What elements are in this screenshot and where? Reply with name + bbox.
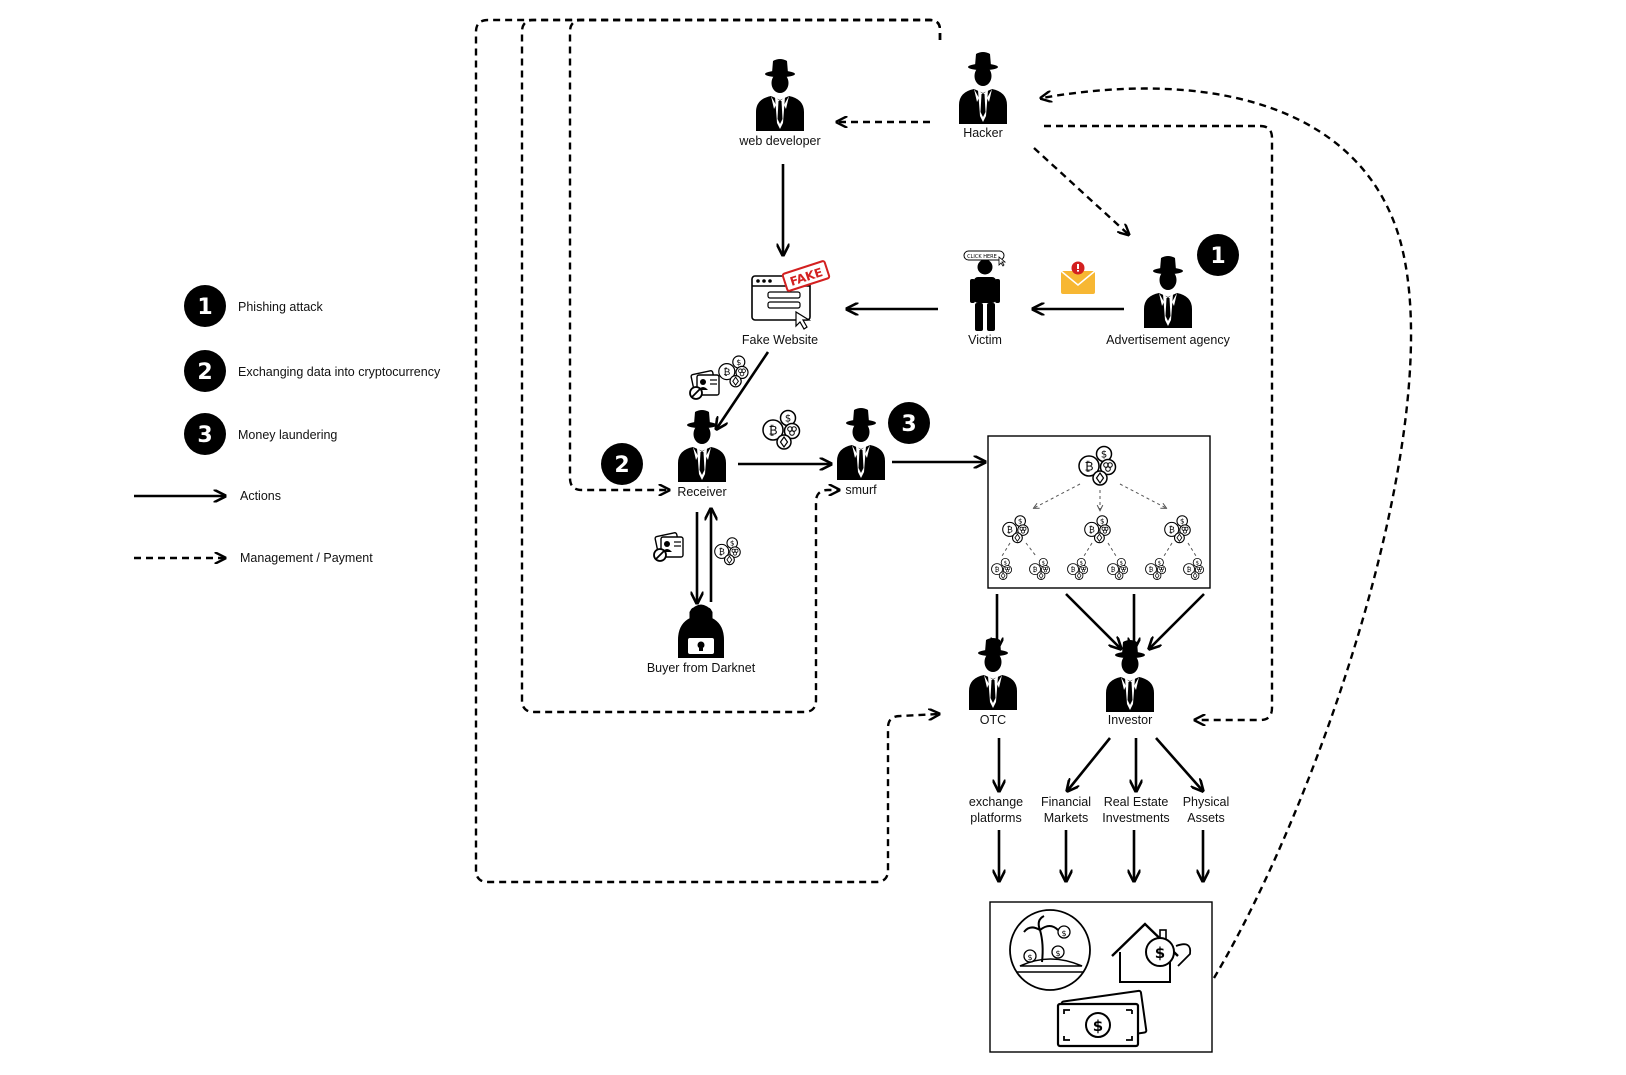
legend-label-phishing: Phishing attack <box>238 300 324 314</box>
fake-website-label: Fake Website <box>742 333 818 347</box>
action-arrows <box>697 164 1204 880</box>
legend-badge-2: 2 <box>197 360 212 385</box>
legend-label-exchanging: Exchanging data into cryptocurrency <box>238 365 441 379</box>
node-fake-website: FAKE Fake Website <box>742 260 831 347</box>
svg-text:$: $ <box>1093 1017 1103 1035</box>
buyer-darknet-label: Buyer from Darknet <box>647 661 756 675</box>
destination-physical-assets: Physical Assets <box>1183 795 1230 825</box>
click-here-text: CLICK HERE <box>967 254 997 260</box>
advertisement-agency-label: Advertisement agency <box>1106 333 1230 347</box>
arrow-pool-to-investor-a <box>1065 593 1120 648</box>
dashed-hacker-to-investor <box>1044 124 1274 720</box>
island-money-icon: $ $ $ <box>1009 909 1091 991</box>
node-buyer-darknet: Buyer from Darknet <box>647 604 756 675</box>
investor-label: Investor <box>1108 713 1152 727</box>
otc-label: OTC <box>980 713 1006 727</box>
step-badge-1-text: 1 <box>1210 244 1225 269</box>
legend-badge-1: 1 <box>197 295 212 320</box>
fake-stamp-icon: FAKE <box>781 260 831 292</box>
arrow-website-to-receiver <box>717 351 770 428</box>
step-badge-1: 1 <box>1197 234 1239 276</box>
victim-icon <box>970 259 1000 331</box>
dashed-hacker-to-receiver <box>568 18 942 490</box>
web-developer-icon <box>756 59 804 131</box>
management-lines <box>474 18 1413 979</box>
click-here-banner-icon: CLICK HERE <box>963 250 1007 267</box>
cash-bills-icon: $ <box>1056 989 1148 1048</box>
realestate-label-line1: Real Estate <box>1104 795 1169 809</box>
legend-label-actions: Actions <box>240 489 281 503</box>
hacker-label: Hacker <box>963 126 1003 140</box>
step-badge-2-text: 2 <box>614 453 629 478</box>
node-advertisement-agency: Advertisement agency <box>1106 256 1231 347</box>
house-investment-icon: $ <box>1111 922 1192 983</box>
node-web-developer: web developer <box>738 59 821 148</box>
arrow-investor-to-financial <box>1068 737 1112 790</box>
otc-icon <box>969 638 1017 710</box>
financial-label-line1: Financial <box>1041 795 1091 809</box>
legend-item-phishing: 1 Phishing attack <box>184 285 324 327</box>
legend-label-management: Management / Payment <box>240 551 373 565</box>
advertisement-agency-icon <box>1144 256 1192 328</box>
legend: 1 Phishing attack 2 Exchanging data into… <box>134 285 441 565</box>
hooded-buyer-icon <box>678 604 724 658</box>
web-developer-label: web developer <box>738 134 820 148</box>
svg-text:$: $ <box>1155 944 1165 962</box>
realestate-label-line2: Investments <box>1102 811 1169 825</box>
svg-text:$: $ <box>1027 953 1032 962</box>
layering-pool-box <box>987 435 1211 589</box>
arrow-investor-to-physical <box>1155 737 1202 790</box>
financial-label-line2: Markets <box>1044 811 1088 825</box>
receiver-label: Receiver <box>677 485 726 499</box>
legend-badge-3: 3 <box>197 423 212 448</box>
dashed-assets-to-hacker <box>1042 87 1413 979</box>
phishing-email-icon <box>1060 261 1096 294</box>
exchange-label-line2: platforms <box>970 811 1021 825</box>
exchange-label-line1: exchange <box>969 795 1023 809</box>
step-badge-2: 2 <box>601 443 643 485</box>
smurf-label: smurf <box>845 483 877 497</box>
arrow-pool-to-investor-c <box>1150 593 1205 648</box>
svg-text:$: $ <box>1055 949 1060 958</box>
node-investor: Investor <box>1106 640 1154 727</box>
node-hacker: Hacker <box>959 52 1007 140</box>
step-badge-3: 3 <box>888 402 930 444</box>
crypto-coins-buyer-icon <box>714 537 741 566</box>
investor-icon <box>1106 640 1154 712</box>
stolen-id-buyer-icon <box>653 531 684 562</box>
assets-box: $ $ $ $ $ <box>989 901 1213 1053</box>
step-badge-3-text: 3 <box>901 412 916 437</box>
node-receiver: Receiver <box>677 410 727 499</box>
legend-item-exchanging: 2 Exchanging data into cryptocurrency <box>184 350 441 392</box>
physical-label-line2: Assets <box>1187 811 1225 825</box>
stolen-id-icon <box>689 369 720 400</box>
smurf-icon <box>837 408 885 480</box>
destination-exchange-platforms: exchange platforms <box>969 795 1023 825</box>
victim-label: Victim <box>968 333 1002 347</box>
node-victim: CLICK HERE Victim <box>963 250 1007 347</box>
destination-real-estate: Real Estate Investments <box>1102 795 1169 825</box>
hacker-icon <box>959 52 1007 124</box>
node-smurf: smurf <box>837 408 885 497</box>
svg-text:$: $ <box>1061 929 1066 938</box>
receiver-icon <box>678 410 726 482</box>
destination-financial-markets: Financial Markets <box>1041 795 1091 825</box>
crypto-coins-transfer-icon <box>762 409 801 450</box>
crypto-coins-small-icon <box>718 355 749 388</box>
legend-label-laundering: Money laundering <box>238 428 337 442</box>
dashed-hacker-to-agency <box>1033 147 1128 234</box>
physical-label-line1: Physical <box>1183 795 1230 809</box>
node-otc: OTC <box>969 638 1017 727</box>
legend-item-laundering: 3 Money laundering <box>184 413 337 455</box>
